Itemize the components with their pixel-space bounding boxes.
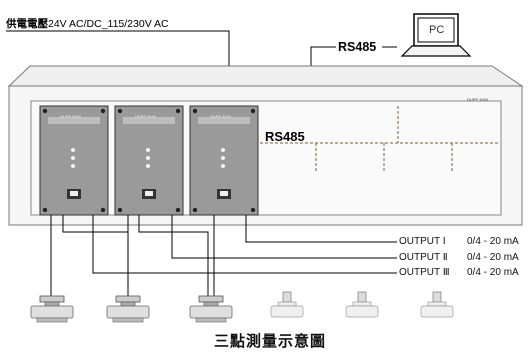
- pc-label: PC: [429, 24, 445, 36]
- empty-slots: [260, 106, 500, 173]
- output-wiring: [50, 215, 397, 296]
- output-1-range: 0/4 - 20 mA: [467, 236, 519, 247]
- sensor: [420, 291, 454, 318]
- sensor: [189, 295, 233, 323]
- measurement-module: [114, 105, 184, 216]
- power-supply-prefix: 供電電壓: [6, 18, 48, 30]
- output-3-label: OUTPUT Ⅲ: [399, 267, 450, 278]
- module-label: HUPP 3000: [60, 114, 82, 119]
- module-label: HUPP 3000: [210, 114, 232, 119]
- pc-icon: [400, 13, 472, 57]
- module-label: HUPP 3000: [135, 114, 157, 119]
- rs485-label-top: RS485: [338, 40, 377, 54]
- sensor: [106, 295, 150, 323]
- measurement-module: [189, 105, 259, 216]
- output-1-label: OUTPUT Ⅰ: [399, 236, 446, 247]
- rs485-label-rack: RS485: [265, 129, 305, 144]
- output-2-label: OUTPUT Ⅱ: [399, 252, 448, 263]
- diagram-caption: 三點測量示意圖: [214, 333, 327, 350]
- output-3-range: 0/4 - 20 mA: [467, 267, 519, 278]
- sensor: [270, 291, 304, 318]
- sensor: [345, 291, 379, 318]
- power-wire: [6, 30, 230, 66]
- rack-enclosure: [7, 65, 524, 226]
- rs485-wire-left: [310, 46, 336, 66]
- power-supply-voltage: 24V AC/DC_115/230V AC: [48, 18, 169, 30]
- power-supply-label: 供電電壓24V AC/DC_115/230V AC: [6, 19, 169, 30]
- rack-brand-label: HUPP 3000: [467, 97, 489, 102]
- sensor: [30, 295, 74, 323]
- measurement-module: [39, 105, 109, 216]
- output-2-range: 0/4 - 20 mA: [467, 252, 519, 263]
